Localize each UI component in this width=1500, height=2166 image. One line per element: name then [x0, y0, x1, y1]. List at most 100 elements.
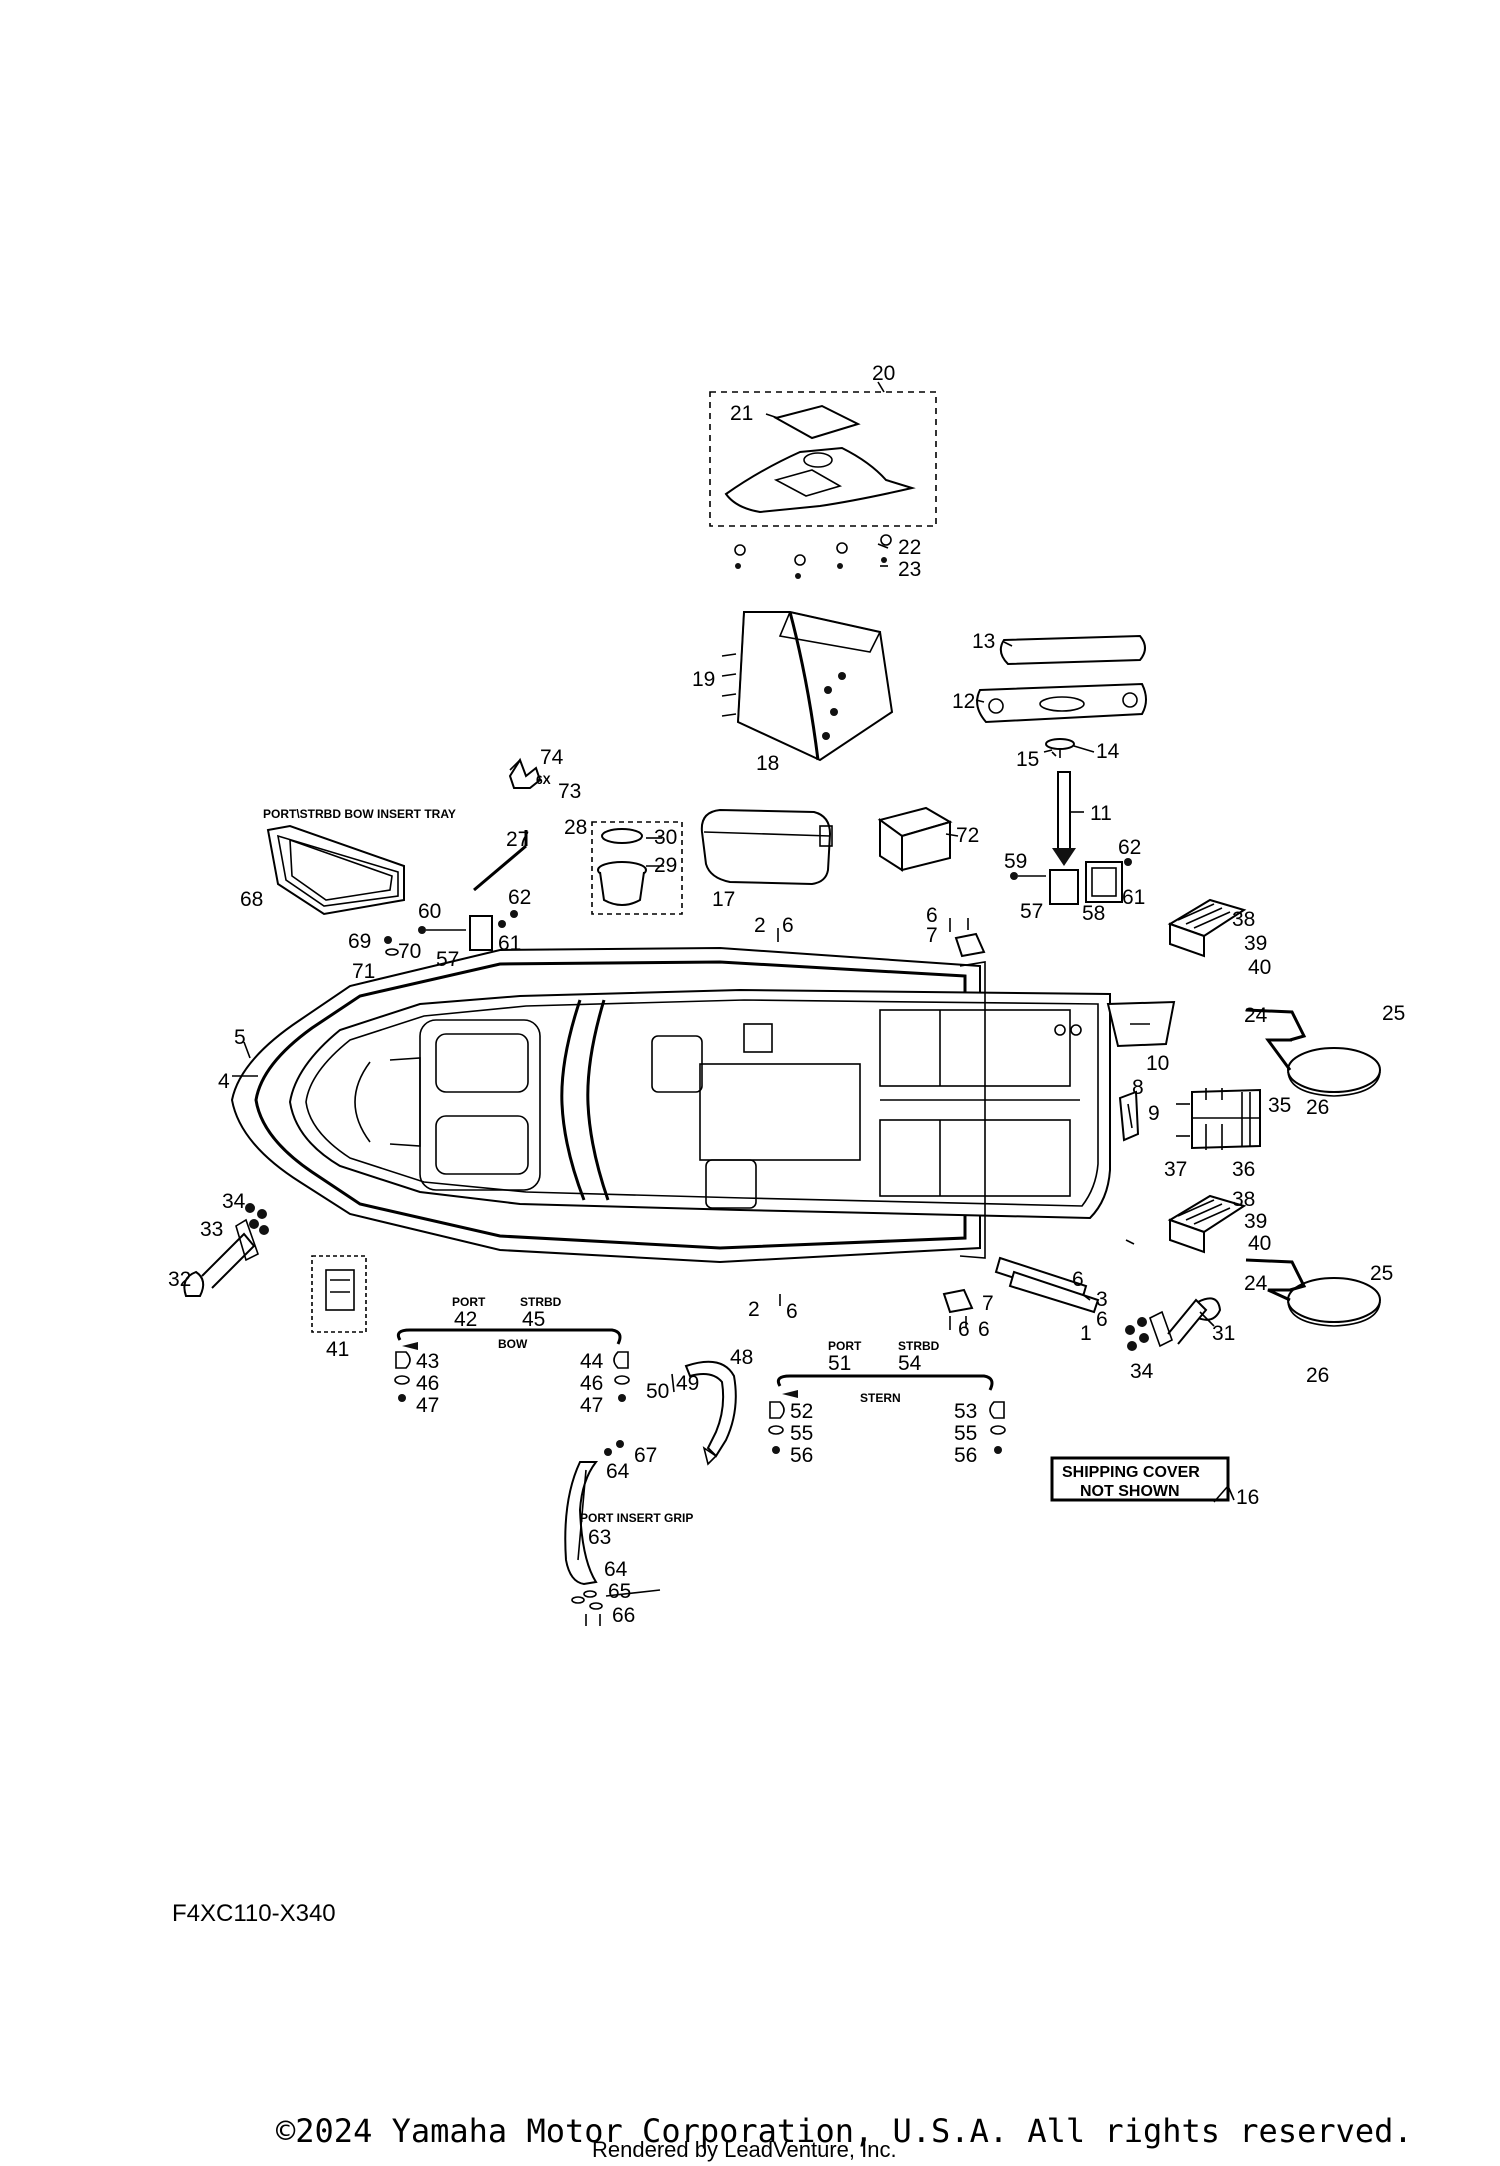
callout-54: 54 — [898, 1352, 922, 1375]
cup-holder-29 — [597, 861, 647, 906]
leader-lines — [232, 381, 1235, 1597]
callout-6e: 6 — [786, 1300, 798, 1323]
callout-6d: 6 — [1096, 1308, 1108, 1331]
washer-70 — [385, 948, 399, 956]
callout-41: 41 — [326, 1338, 349, 1361]
nut-61-left — [498, 920, 506, 928]
callout-29: 29 — [654, 854, 677, 877]
callout-3: 3 — [1096, 1288, 1108, 1311]
cushion-13 — [999, 634, 1146, 666]
callout-31: 31 — [1212, 1322, 1235, 1345]
shipping-cover-box — [1050, 1456, 1230, 1502]
strbd-label-a: STRBD — [520, 1295, 562, 1309]
callout-64b: 64 — [604, 1558, 628, 1581]
clip-73-74 — [508, 757, 542, 789]
callout-26a: 26 — [1306, 1096, 1329, 1119]
callout-23: 23 — [898, 558, 921, 581]
rendered-by-notice: Rendered by LeadVenture, Inc. — [592, 2137, 897, 2162]
callout-34b: 34 — [1130, 1360, 1154, 1383]
pedestal-post-11 — [1057, 771, 1071, 853]
callout-24a: 24 — [1244, 1004, 1268, 1027]
callout-62b: 62 — [1118, 836, 1141, 859]
seat-25-top — [1245, 1008, 1381, 1097]
console-lid-hole — [803, 452, 833, 468]
callout-6a: 6 — [782, 914, 794, 937]
fastener-59 — [1010, 872, 1046, 880]
callout-13: 13 — [972, 630, 995, 653]
callout-6b: 6 — [926, 904, 938, 927]
callout-6f: 6 — [958, 1318, 970, 1341]
callout-61b: 61 — [1122, 886, 1145, 909]
callout-6c: 6 — [1072, 1268, 1084, 1291]
callout-74: 74 — [540, 746, 564, 769]
callout-57a: 57 — [436, 948, 459, 971]
port-label-a: PORT — [452, 1295, 486, 1309]
fasteners-22-23 — [734, 534, 892, 579]
callout-18: 18 — [756, 752, 779, 775]
rail-hardware-stern-right — [989, 1401, 1006, 1454]
cooler-17 — [700, 808, 833, 886]
callout-32: 32 — [168, 1268, 191, 1291]
qty-6x-label: 6X — [536, 773, 551, 787]
callout-65: 65 — [608, 1580, 631, 1603]
callout-58: 58 — [1082, 902, 1105, 925]
callout-numbers: 20 21 22 23 19 18 13 12 15 14 11 74 73 2… — [168, 362, 1405, 1627]
console-lid-20 — [724, 446, 916, 514]
callout-26b: 26 — [1306, 1364, 1329, 1387]
bracket-34-right — [1125, 1310, 1173, 1351]
seat-base-ring-right — [1122, 692, 1138, 708]
callout-22: 22 — [898, 536, 921, 559]
callout-45: 45 — [522, 1308, 545, 1331]
cleat-7-bottom — [942, 1288, 974, 1330]
callout-30: 30 — [654, 826, 677, 849]
callout-15: 15 — [1016, 748, 1039, 771]
callout-59: 59 — [1004, 850, 1027, 873]
cleat-7-top — [949, 918, 986, 958]
fastener-69 — [384, 936, 392, 944]
callout-25b: 25 — [1370, 1262, 1393, 1285]
callout-71: 71 — [352, 960, 375, 983]
callout-63: 63 — [588, 1526, 611, 1549]
step-pad-38-top — [1167, 898, 1247, 958]
shipping-cover-label-1: SHIPPING COVER — [1062, 1464, 1200, 1481]
callout-56a: 56 — [790, 1444, 813, 1467]
callout-46b: 46 — [580, 1372, 603, 1395]
callout-68: 68 — [240, 888, 263, 911]
tow-eye-32 — [183, 1232, 256, 1297]
callout-64a: 64 — [606, 1460, 630, 1483]
hardware-kit-41 — [311, 1255, 367, 1333]
stern-label: STERN — [860, 1391, 901, 1405]
callout-37: 37 — [1164, 1158, 1187, 1181]
callout-55a: 55 — [790, 1422, 813, 1445]
console-top-group-box — [709, 391, 937, 527]
callout-6g: 6 — [978, 1318, 990, 1341]
bracket-8-9 — [1118, 1090, 1140, 1142]
bracket-33-34-left — [235, 1203, 269, 1262]
screw-50 — [671, 1373, 675, 1393]
tow-eye-31 — [1167, 1297, 1222, 1345]
seat-25-bottom — [1245, 1258, 1381, 1327]
callout-17: 17 — [712, 888, 735, 911]
callout-35: 35 — [1268, 1094, 1291, 1117]
callout-70: 70 — [398, 940, 421, 963]
callout-52: 52 — [790, 1400, 813, 1423]
console-body-18 — [736, 611, 894, 762]
callout-16: 16 — [1236, 1486, 1259, 1509]
callout-39a: 39 — [1244, 932, 1267, 955]
bow-label: BOW — [498, 1337, 528, 1351]
callout-53: 53 — [954, 1400, 977, 1423]
callout-57b: 57 — [1020, 900, 1043, 923]
port-label-b: PORT — [828, 1339, 862, 1353]
callout-21: 21 — [730, 402, 753, 425]
step-pad-38-bottom — [1167, 1194, 1247, 1254]
callout-42: 42 — [454, 1308, 477, 1331]
callout-2b: 2 — [748, 1298, 760, 1321]
fastener-5 — [243, 1041, 251, 1059]
seat-base-hole — [1039, 696, 1085, 712]
ladder-35 — [1176, 1088, 1261, 1150]
stern-rail-51-54 — [776, 1374, 994, 1398]
callout-72: 72 — [956, 824, 979, 847]
callout-10: 10 — [1146, 1052, 1169, 1075]
callout-43: 43 — [416, 1350, 439, 1373]
rod-27 — [473, 844, 527, 892]
